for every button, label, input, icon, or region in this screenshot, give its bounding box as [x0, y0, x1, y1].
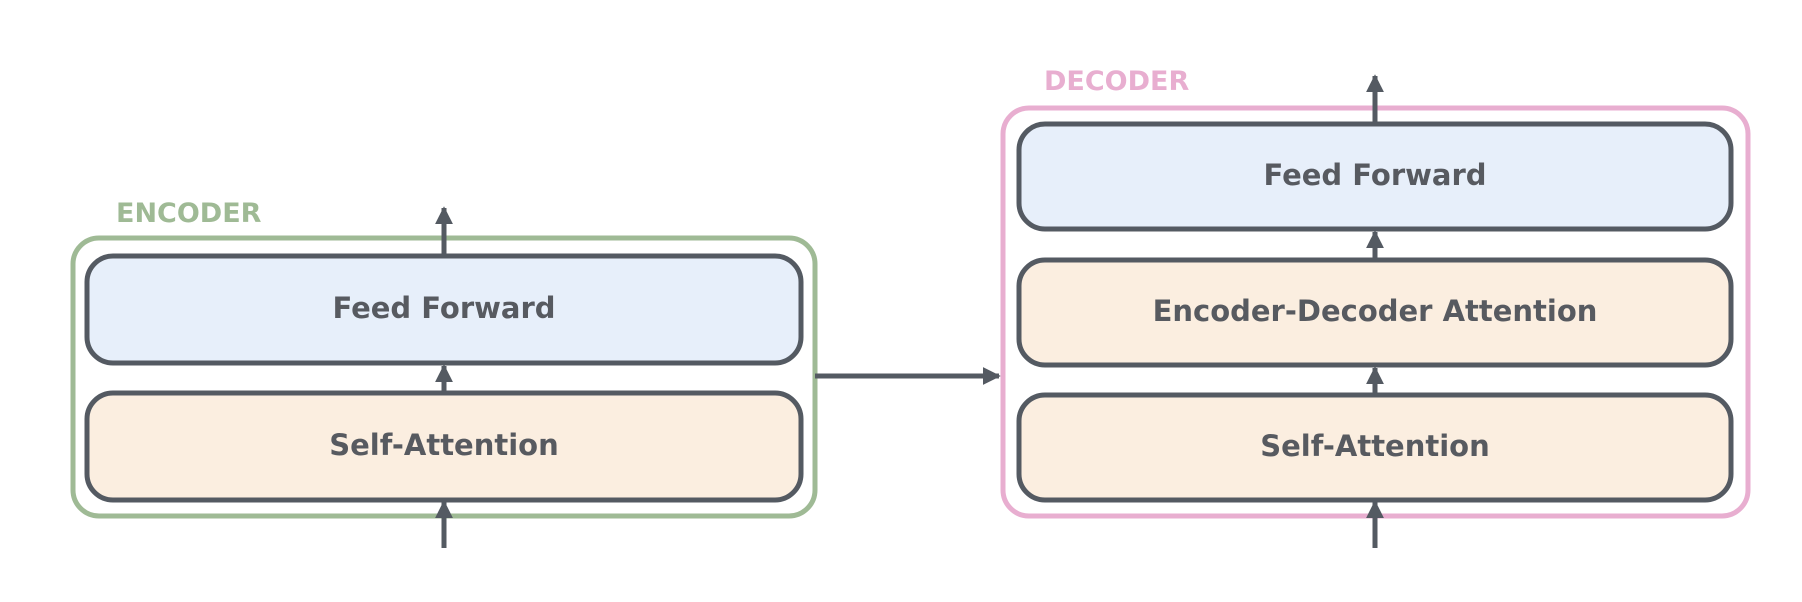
decoder-feed-forward-label: Feed Forward: [1263, 158, 1486, 192]
decoder-label: DECODER: [1044, 66, 1189, 97]
encoder-label: ENCODER: [116, 198, 262, 229]
encoder-feed-forward-label: Feed Forward: [332, 291, 555, 325]
decoder-enc-dec-attention-label: Encoder-Decoder Attention: [1153, 294, 1598, 328]
encoder-group: ENCODER Feed Forward Self-Attention: [70, 198, 818, 548]
decoder-group: DECODER Feed Forward Encoder-Decoder Att…: [1000, 66, 1751, 548]
decoder-self-attention-label: Self-Attention: [1260, 429, 1490, 463]
encoder-self-attention-label: Self-Attention: [329, 428, 559, 462]
